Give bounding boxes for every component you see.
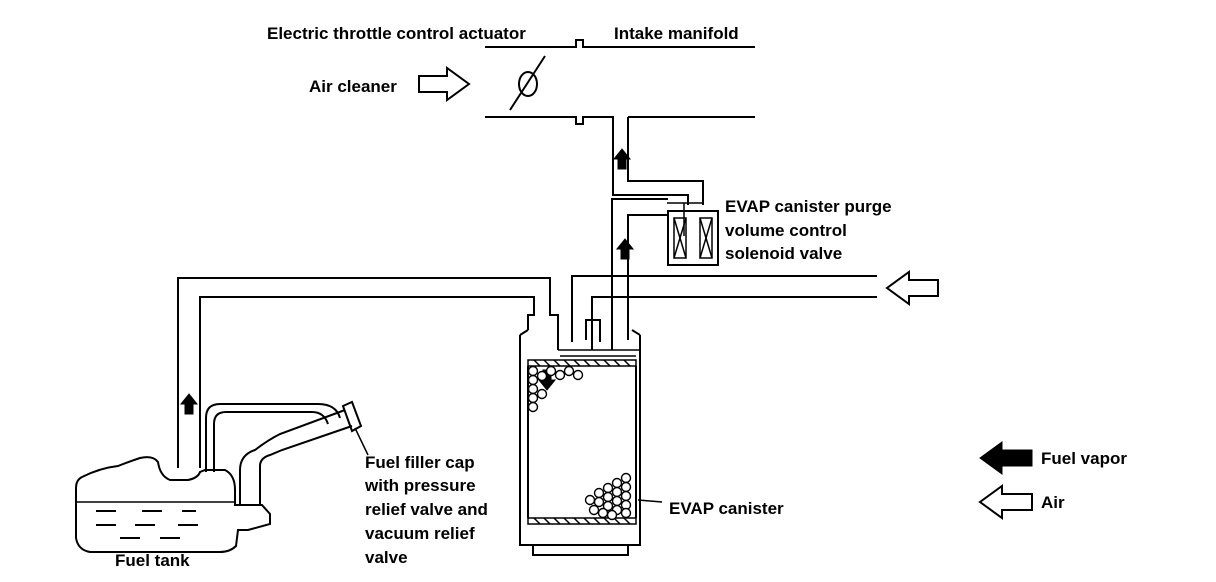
canister-leader [637,499,663,503]
purge-label-line2: volume control [725,221,847,240]
solid-black-arrow-icon [979,441,1033,475]
filler-label-line4: vacuum relief [365,524,475,543]
filler-label-line5: valve [365,548,408,567]
purge-label-line3: solenoid valve [725,244,842,263]
filler-label-line1: Fuel filler cap [365,453,475,472]
purge-label-line1: EVAP canister purge [725,197,892,216]
outline-arrow-icon [978,484,1033,520]
evap-canister [519,329,641,556]
purge-solenoid-valve [667,202,719,266]
legend: Fuel vapor Air [978,441,1127,520]
throttle-label: Electric throttle control actuator [267,24,526,43]
canister-label: EVAP canister [669,499,784,518]
vapor-flow-arrow-intake [612,148,632,170]
intake-label: Intake manifold [614,24,739,43]
throttle-valve [509,55,546,111]
intake-manifold [485,39,755,205]
charcoal-top [527,365,584,413]
legend-fuel-vapor: Fuel vapor [1041,449,1127,468]
air-inlet-arrow [885,270,939,306]
air-cleaner-arrow [418,66,471,102]
air-line [571,275,877,350]
legend-air: Air [1041,493,1065,512]
filler-label-line2: with pressure [364,476,476,495]
filler-neck [205,400,369,505]
vapor-flow-arrow-tank [179,393,199,415]
fuel-tank [75,456,271,553]
vapor-line [177,277,559,468]
air-cleaner-label: Air cleaner [309,77,397,96]
fuel-tank-label: Fuel tank [115,551,190,570]
purge-line [611,198,668,350]
vapor-flow-arrow-purge [615,238,635,260]
filler-label-line3: relief valve and [365,500,488,519]
charcoal-bottom [584,472,632,521]
